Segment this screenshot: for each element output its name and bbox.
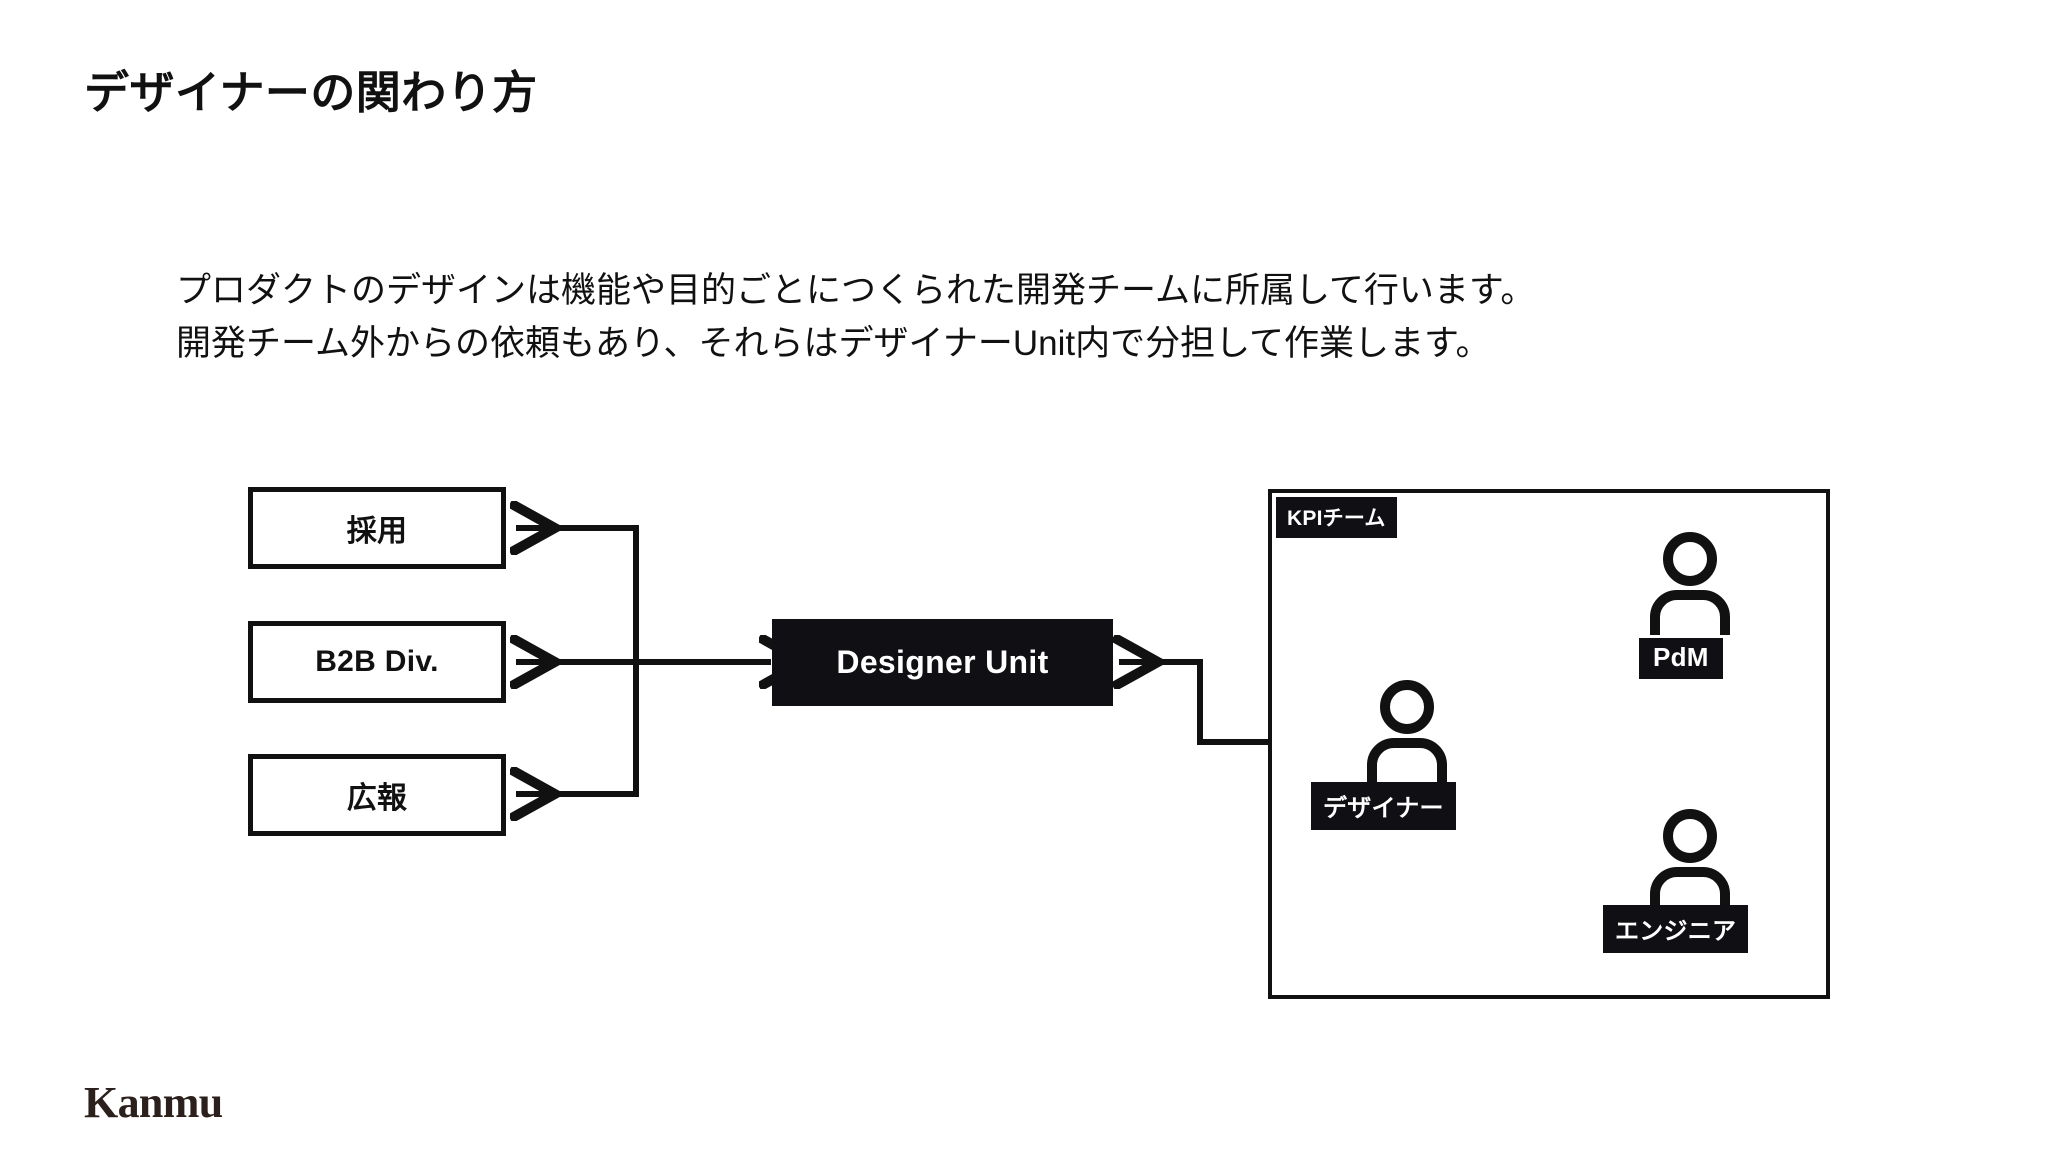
dept-box-label: 広報 <box>346 782 408 815</box>
dept-box-recruitment[interactable]: 採用 <box>248 487 506 569</box>
role-label-designer: デザイナー <box>1311 782 1456 830</box>
dept-box-pr[interactable]: 広報 <box>248 754 506 836</box>
dept-box-b2b-div[interactable]: B2B Div. <box>248 621 506 703</box>
body-paragraph-line-2: 開発チーム外からの依頼もあり、それらはデザイナーUnit内で分担して作業します。 <box>176 324 1491 364</box>
kanmu-logo: Kanmu <box>84 1078 223 1127</box>
role-label-pdm: PdM <box>1639 638 1723 679</box>
person-icon-engineer <box>1647 808 1733 912</box>
page-title: デザイナーの関わり方 <box>84 67 538 118</box>
person-icon-designer <box>1364 679 1450 783</box>
dept-box-label: 採用 <box>346 515 408 548</box>
person-icon <box>1367 680 1447 783</box>
kpi-team-label: KPIチーム <box>1276 497 1397 538</box>
person-icon <box>1650 809 1730 912</box>
role-label-engineer: エンジニア <box>1603 905 1749 953</box>
body-paragraph-line-1: プロダクトのデザインは機能や目的ごとにつくられた開発チームに所属して行います。 <box>176 271 1536 310</box>
connector-hub-to-team <box>1197 659 1292 742</box>
body-paragraph: プロダクトのデザインは機能や目的ごとにつくられた開発チームに所属して行います。 … <box>176 264 1535 370</box>
dept-box-label: B2B Div. <box>315 645 439 678</box>
person-icon <box>1650 532 1730 635</box>
designer-unit-box[interactable]: Designer Unit <box>772 619 1113 706</box>
person-icon-pdm <box>1647 531 1733 635</box>
designer-unit-label: Designer Unit <box>836 644 1049 680</box>
